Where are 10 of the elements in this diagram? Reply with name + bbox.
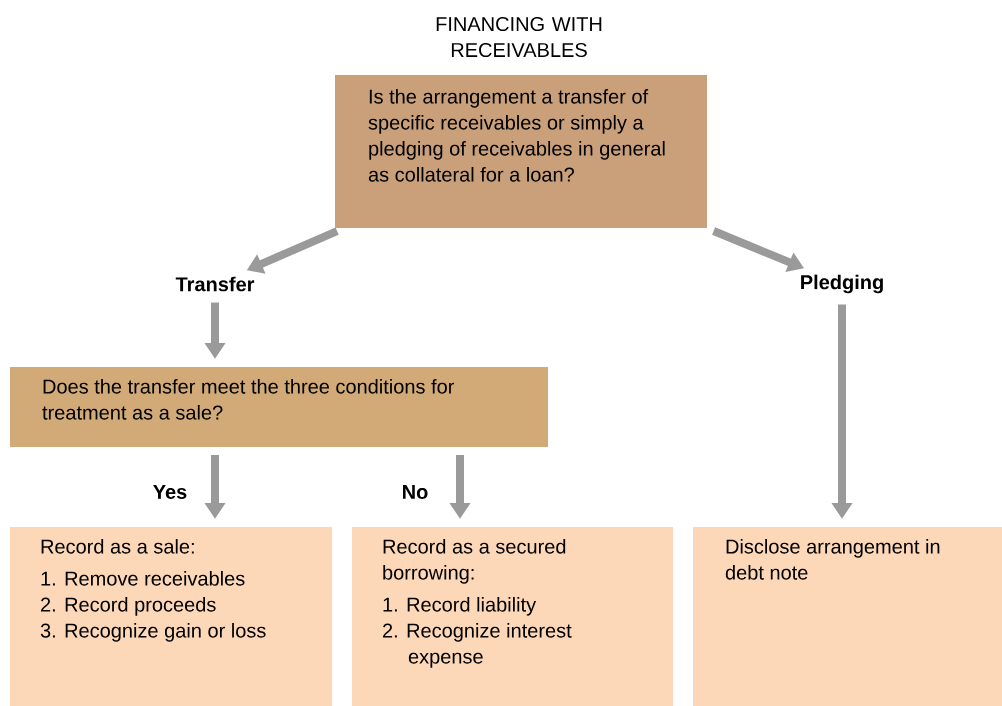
text-box: Is the arrangement a transfer of specific receivables or simply a pledging of receivables in general as collateral for a loan? — [335, 75, 707, 228]
label: Pledging — [801, 274, 883, 294]
heading: FINANCING WITH RECEIVABLES — [436, 16, 602, 58]
text-box: Record as a secured borrowing: 1. Record liability 2. Recognize interest expense — [352, 527, 673, 706]
text-box: Does the transfer meet the three conditions for treatment as a sale? — [10, 367, 548, 447]
text-box: Record as a sale: 1. Remove receivables 2. Record proceeds 3. Recognize gain or loss — [10, 527, 332, 706]
text-box: Disclose arrangement in debt note — [693, 527, 1002, 706]
edge-label: Yes — [153, 485, 187, 499]
edge-label: No — [403, 485, 428, 499]
label: Transfer — [175, 276, 255, 292]
